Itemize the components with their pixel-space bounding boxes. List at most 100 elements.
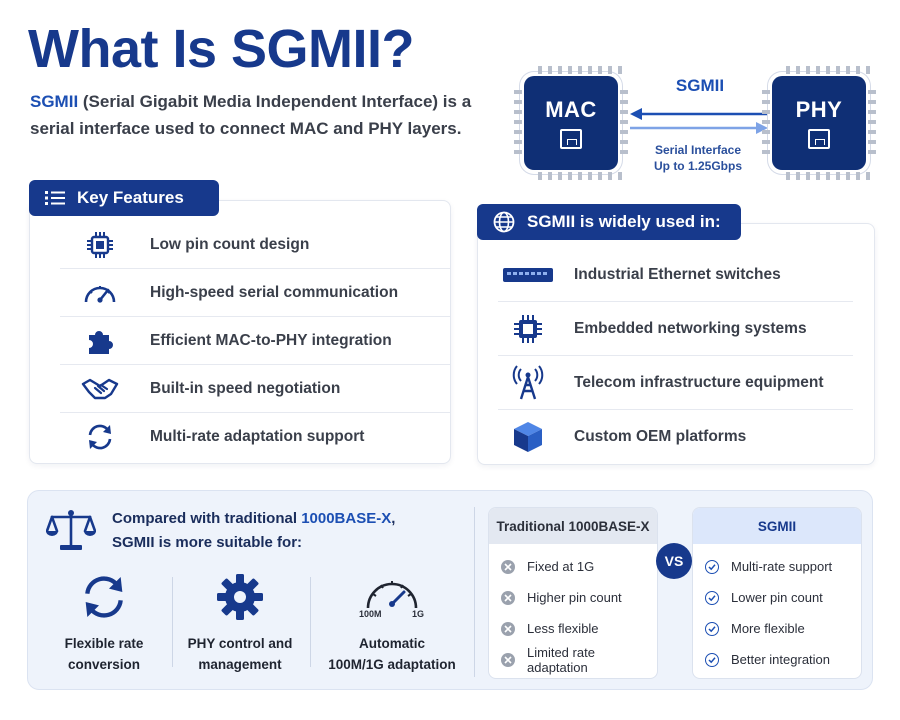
- antenna-tower-icon: [498, 363, 558, 403]
- balance-scale-icon: [46, 510, 96, 550]
- traditional-item-label: Less flexible: [527, 621, 599, 636]
- suitable-label-line2: 100M/1G adaptation: [328, 657, 456, 672]
- traditional-item: Fixed at 1G: [489, 551, 657, 582]
- gauge-icon: 100M 1G: [322, 569, 462, 625]
- x-icon: [501, 559, 515, 574]
- gauge-low-label: 100M: [359, 609, 382, 619]
- feature-label: Low pin count design: [150, 235, 310, 253]
- use-label: Telecom infrastructure equipment: [574, 373, 824, 391]
- check-icon: [705, 652, 719, 667]
- use-label: Industrial Ethernet switches: [574, 265, 781, 283]
- sgmii-column-header: SGMII: [693, 508, 861, 544]
- comparison-title-line1: Compared with traditional 1000BASE-X,: [112, 507, 395, 531]
- uses-heading: SGMII is widely used in:: [477, 204, 741, 240]
- use-row: Custom OEM platforms: [498, 410, 853, 464]
- key-features-panel: Low pin count design High-speed serial c…: [29, 200, 451, 464]
- feature-label: Built-in speed negotiation: [150, 379, 341, 397]
- use-row: Telecom infrastructure equipment: [498, 356, 853, 410]
- traditional-column-header: Traditional 1000BASE-X: [489, 508, 657, 544]
- traditional-item-label: Fixed at 1G: [527, 559, 595, 574]
- mac-phy-diagram: MAC SGMII Serial Interface Up to 1.25Gbp…: [510, 62, 900, 192]
- traditional-item: Limited rate adaptation: [489, 644, 657, 675]
- ethernet-port-icon: [808, 129, 830, 149]
- link-note-line1: Serial Interface: [654, 143, 742, 157]
- suitable-item: PHY control and management: [170, 569, 310, 675]
- suitable-item: Flexible rate conversion: [34, 569, 174, 675]
- mac-chip-label: MAC: [545, 97, 597, 122]
- refresh-icon: [34, 569, 174, 625]
- list-icon: [45, 191, 65, 205]
- suitable-label-line1: PHY control and: [187, 636, 293, 651]
- x-icon: [501, 590, 515, 605]
- feature-row: Efficient MAC-to-PHY integration: [60, 317, 450, 365]
- comparison-title-accent: 1000BASE-X: [301, 510, 392, 527]
- sgmii-item-label: More flexible: [731, 621, 805, 636]
- comparison-title-pre: Compared with traditional: [112, 510, 302, 527]
- link-note-line2: Up to 1.25Gbps: [653, 159, 742, 173]
- check-icon: [705, 590, 719, 605]
- comparison-title-line2: SGMII is more suitable for:: [112, 531, 395, 555]
- gear-icon: [170, 569, 310, 625]
- bidirectional-arrow-icon: [630, 108, 768, 134]
- mac-chip: MAC: [514, 66, 628, 180]
- feature-label: High-speed serial communication: [150, 283, 399, 301]
- globe-icon: [493, 211, 515, 233]
- uses-title: SGMII is widely used in:: [527, 212, 721, 231]
- link-label: SGMII: [675, 76, 725, 95]
- gauge-high-label: 1G: [412, 609, 425, 619]
- feature-row: Built-in speed negotiation: [60, 365, 450, 413]
- traditional-item: Higher pin count: [489, 582, 657, 613]
- chip-icon: [80, 225, 120, 265]
- suitable-label-line1: Flexible rate: [64, 636, 144, 651]
- phy-chip-label: PHY: [795, 97, 843, 122]
- link-note: Serial Interface Up to 1.25Gbps: [628, 142, 768, 174]
- sgmii-column: SGMII Multi-rate support Lower pin count…: [692, 507, 862, 679]
- use-label: Custom OEM platforms: [574, 428, 747, 445]
- ethernet-port-icon: [560, 129, 582, 149]
- sgmii-item: Lower pin count: [693, 582, 861, 613]
- suitable-label-line2: management: [198, 657, 282, 672]
- feature-row: Multi-rate adaptation support: [60, 413, 450, 461]
- key-features-title: Key Features: [77, 188, 184, 207]
- uses-panel: Industrial Ethernet switches Embedded ne…: [477, 223, 875, 465]
- page-subtitle: SGMII (Serial Gigabit Media Independent …: [30, 88, 500, 142]
- traditional-item-label: Higher pin count: [527, 590, 622, 605]
- comparison-title-line2-accent: SGMII: [112, 534, 155, 551]
- use-label: Embedded networking systems: [574, 319, 807, 337]
- suitable-item: 100M 1G Automatic 100M/1G adaptation: [322, 569, 462, 675]
- suitable-label-line2: conversion: [67, 657, 141, 672]
- sgmii-item-label: Better integration: [731, 652, 831, 667]
- page-title: What Is SGMII?: [28, 19, 415, 79]
- subtitle-accent: SGMII: [30, 92, 79, 111]
- use-row: Industrial Ethernet switches: [498, 248, 853, 302]
- refresh-icon: [80, 417, 120, 457]
- traditional-item: Less flexible: [489, 613, 657, 644]
- key-features-heading: Key Features: [29, 180, 219, 216]
- use-row: Embedded networking systems: [498, 302, 853, 356]
- handshake-icon: [80, 369, 120, 409]
- divider: [310, 577, 311, 667]
- puzzle-icon: [80, 321, 120, 361]
- feature-row: Low pin count design: [60, 221, 450, 269]
- processor-icon: [498, 309, 558, 349]
- check-icon: [705, 559, 719, 574]
- x-icon: [501, 621, 515, 636]
- divider: [172, 577, 173, 667]
- feature-label: Multi-rate adaptation support: [150, 428, 365, 445]
- sgmii-item: Better integration: [693, 644, 861, 675]
- traditional-column: Traditional 1000BASE-X Fixed at 1G Highe…: [488, 507, 658, 679]
- cube-icon: [498, 417, 558, 457]
- sgmii-item-label: Multi-rate support: [731, 559, 833, 574]
- suitable-label-line1: Automatic: [358, 636, 425, 651]
- feature-row: High-speed serial communication: [60, 269, 450, 317]
- check-icon: [705, 621, 719, 636]
- feature-label: Efficient MAC-to-PHY integration: [150, 331, 392, 349]
- sgmii-item: Multi-rate support: [693, 551, 861, 582]
- vs-badge: VS: [656, 543, 692, 579]
- comparison-panel: Compared with traditional 1000BASE-X, SG…: [27, 490, 873, 690]
- speedometer-icon: [80, 273, 120, 313]
- sgmii-item-label: Lower pin count: [731, 590, 823, 605]
- comparison-title: Compared with traditional 1000BASE-X, SG…: [112, 507, 395, 555]
- switch-icon: [498, 255, 558, 295]
- comparison-title-comma: ,: [391, 510, 396, 527]
